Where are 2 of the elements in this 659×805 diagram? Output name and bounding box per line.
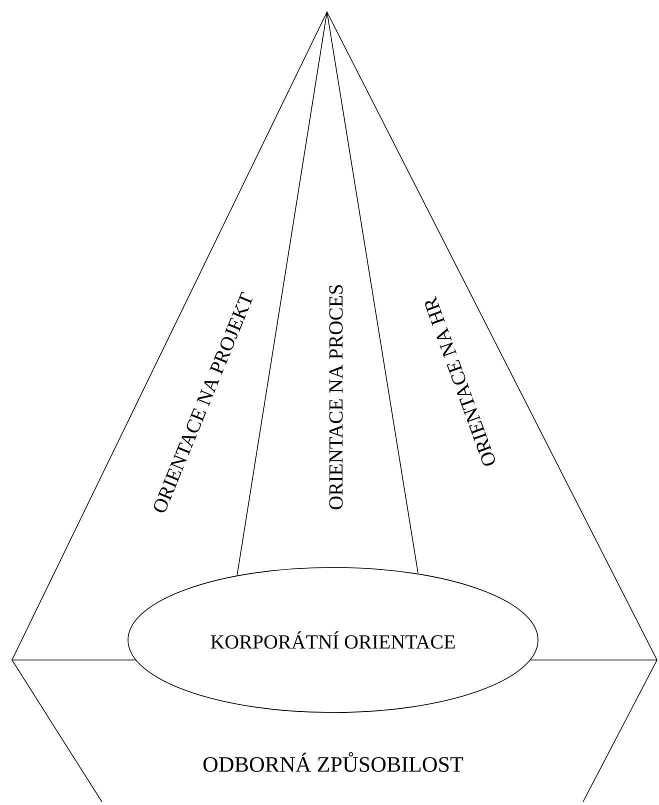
label-text: ODBORNÁ ZPŮSOBILOST [203, 752, 464, 772]
label-text: ORIENTACE NA PROCES [329, 285, 343, 510]
